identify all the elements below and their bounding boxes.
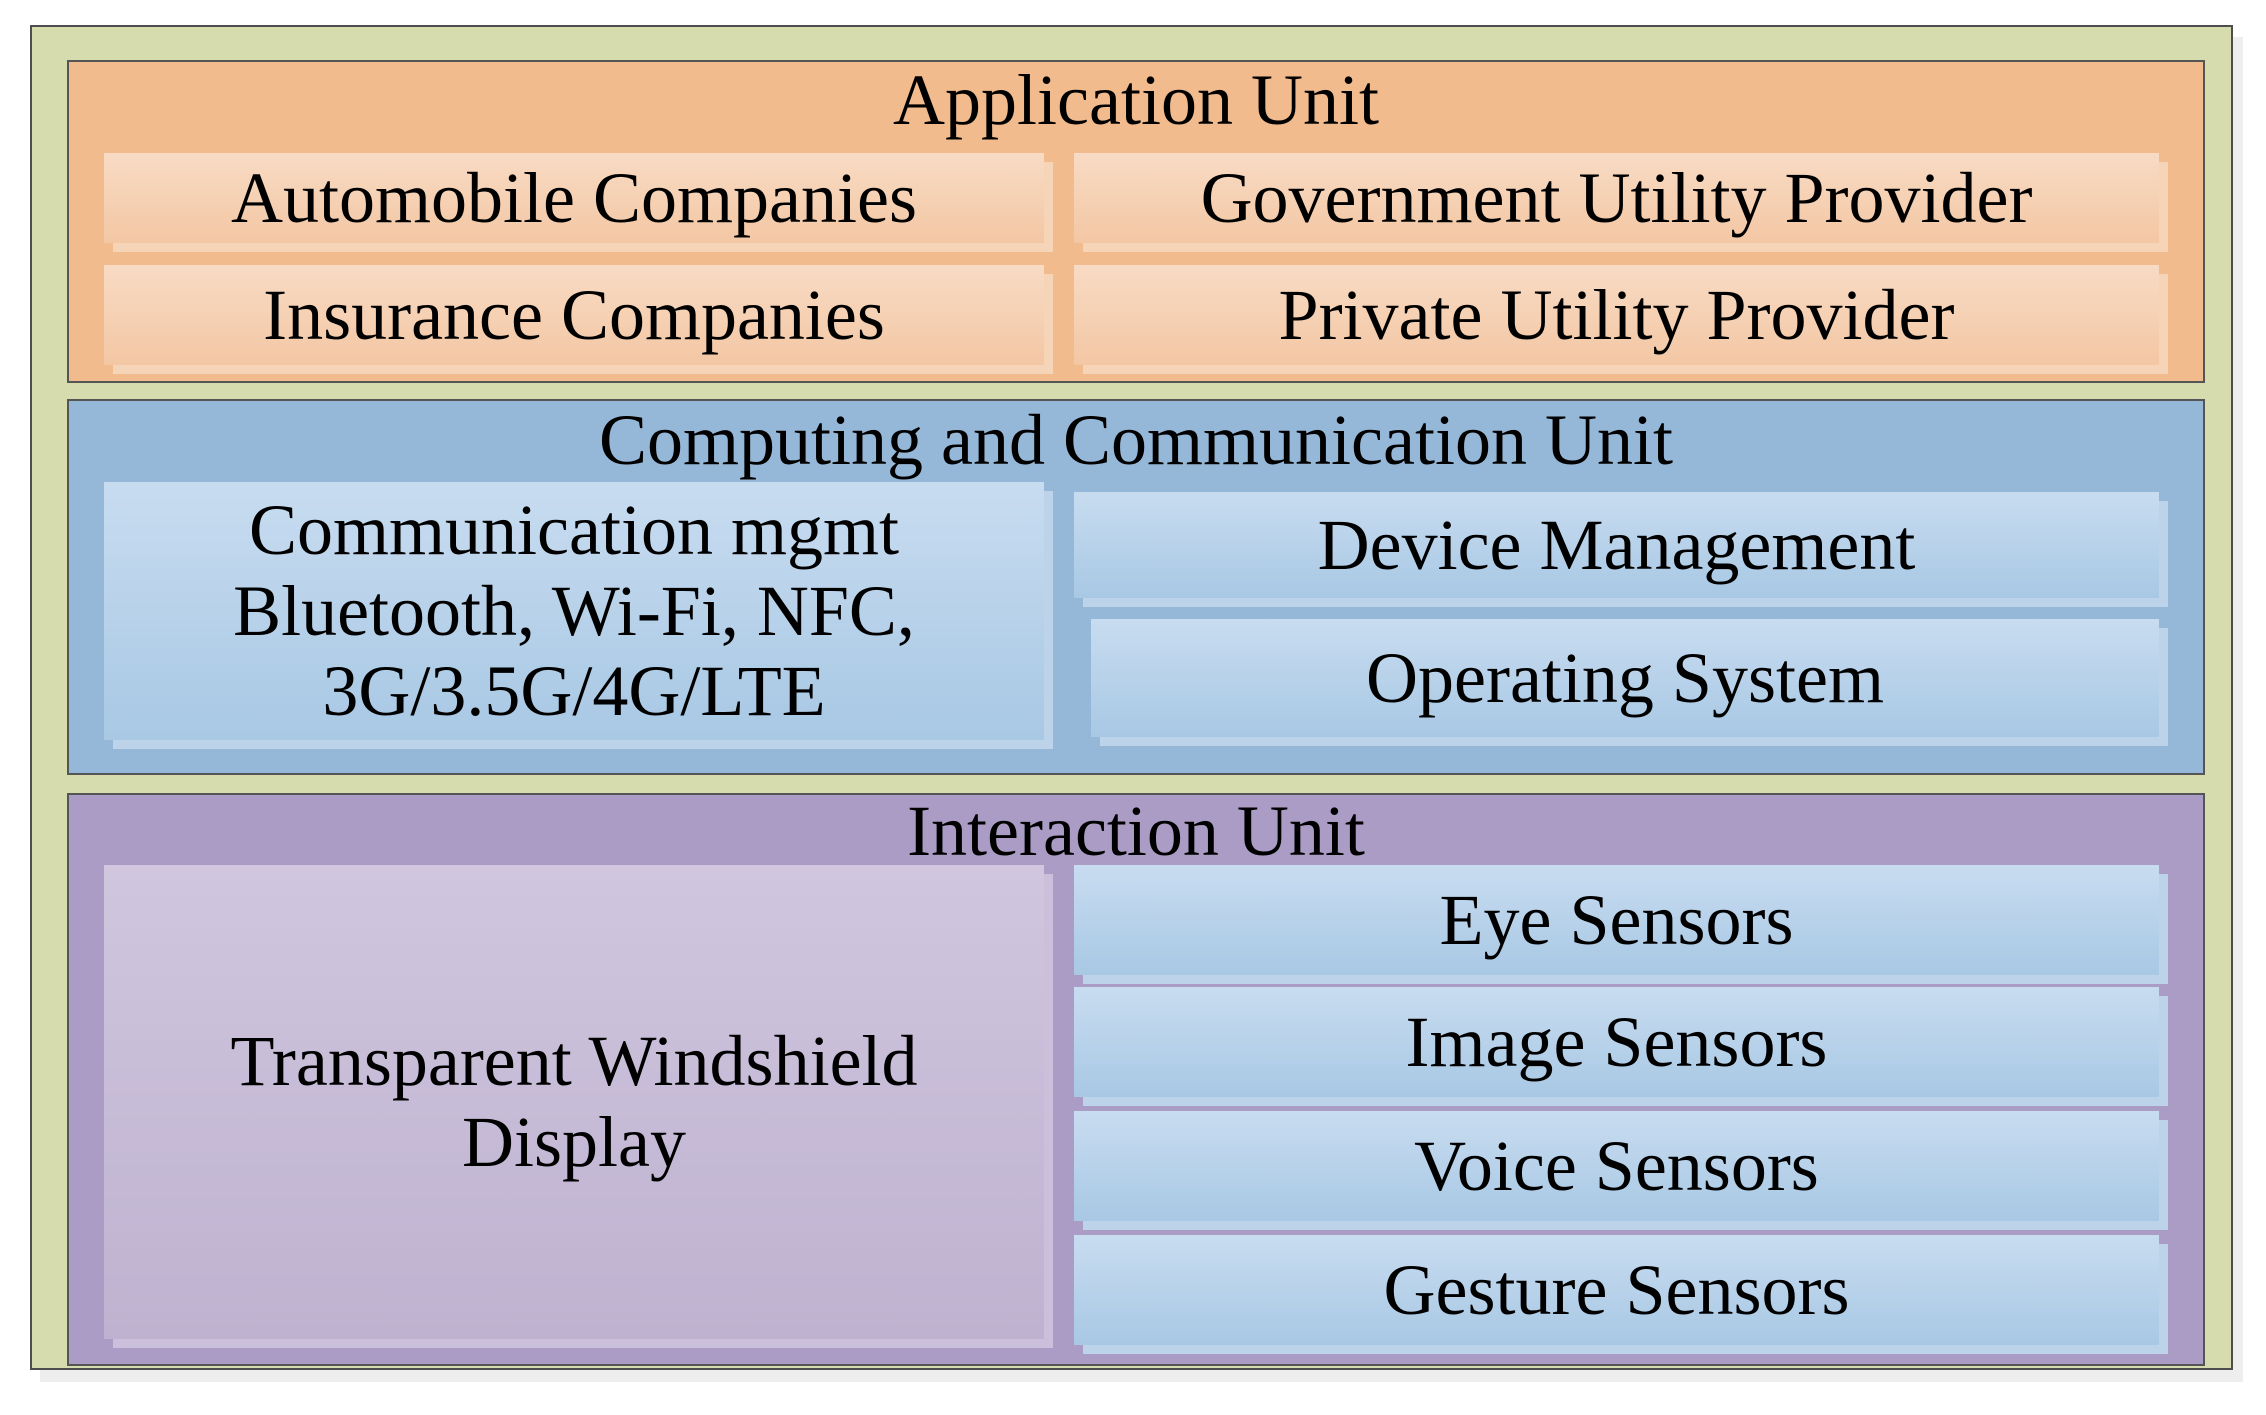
- device-management-box: Device Management: [1074, 492, 2159, 598]
- eye-sensors-box: Eye Sensors: [1074, 865, 2159, 975]
- government-utility-provider-box: Government Utility Provider: [1074, 153, 2159, 243]
- architecture-diagram: Application Unit Automobile Companies Go…: [30, 25, 2233, 1370]
- voice-sensors-box: Voice Sensors: [1074, 1111, 2159, 1221]
- application-unit-title: Application Unit: [893, 60, 1379, 140]
- communication-mgmt-line: 3G/3.5G/4G/LTE: [322, 651, 826, 732]
- private-utility-provider-box: Private Utility Provider: [1074, 265, 2159, 365]
- computing-communication-unit: Computing and Communication Unit Communi…: [67, 399, 2205, 775]
- display-line: Transparent Windshield: [230, 1021, 918, 1102]
- transparent-windshield-display-box: Transparent Windshield Display: [104, 865, 1044, 1339]
- image-sensors-box: Image Sensors: [1074, 987, 2159, 1097]
- automobile-companies-box: Automobile Companies: [104, 153, 1044, 243]
- communication-mgmt-line: Bluetooth, Wi-Fi, NFC,: [233, 570, 915, 651]
- interaction-unit-title: Interaction Unit: [907, 791, 1365, 871]
- application-unit: Application Unit Automobile Companies Go…: [67, 60, 2205, 383]
- operating-system-box: Operating System: [1091, 619, 2159, 737]
- insurance-companies-box: Insurance Companies: [104, 265, 1044, 365]
- display-line: Display: [462, 1102, 686, 1182]
- gesture-sensors-box: Gesture Sensors: [1074, 1235, 2159, 1345]
- computing-unit-title: Computing and Communication Unit: [599, 400, 1673, 480]
- communication-mgmt-box: Communication mgmt Bluetooth, Wi-Fi, NFC…: [104, 482, 1044, 740]
- communication-mgmt-line: Communication mgmt: [249, 490, 899, 571]
- interaction-unit: Interaction Unit Transparent Windshield …: [67, 793, 2205, 1366]
